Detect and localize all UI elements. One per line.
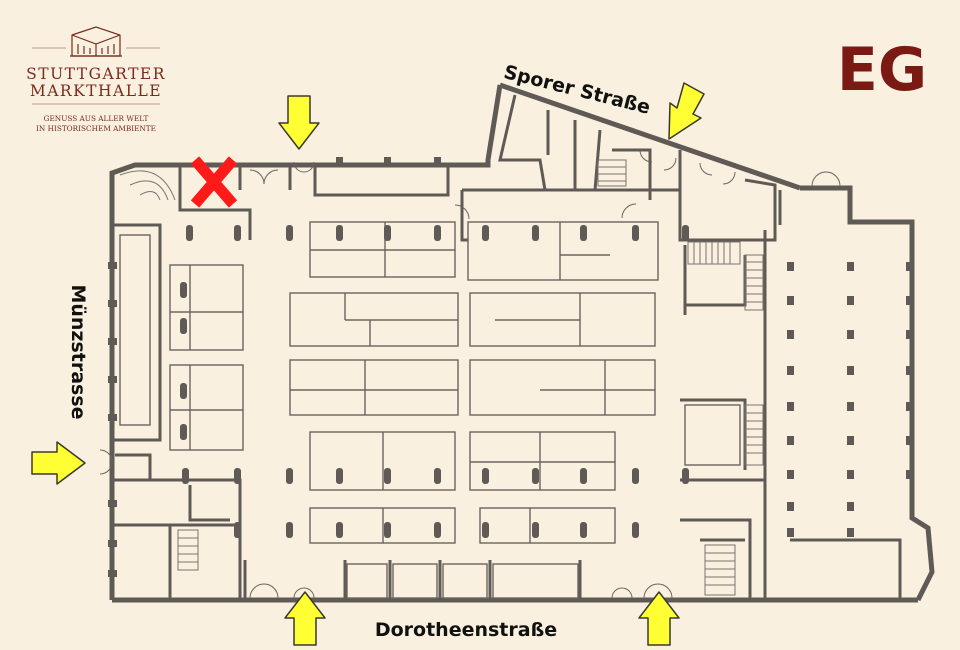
arrow-icon [284,591,326,646]
stall-group-7 [289,359,459,416]
doors [99,149,841,599]
stall-group-6 [469,292,656,347]
stairs-bottom-right [704,544,736,596]
stairs-top-right [687,241,741,265]
stall-group-5 [289,292,459,347]
stall-group-10 [469,431,616,491]
stairs-right-middle [744,254,764,311]
x-mark-icon [190,156,238,208]
stairs-bottom-left [177,529,199,571]
stall-group-12 [479,507,616,544]
arrow-icon [278,95,320,150]
street-label-dorotheen: Dorotheenstraße [375,619,557,641]
logo-name-line2: MARKTHALLE [30,82,162,100]
stall-group-11 [309,507,456,544]
stall-group-3 [169,264,244,351]
stall-group-1 [309,221,456,278]
stall-group-9 [309,431,456,491]
stall-group-2 [467,221,659,281]
arrow-icon [668,82,705,140]
stall-group-8 [469,359,656,416]
stall-group-13 [119,234,151,426]
bottom-shops [346,563,579,599]
building-logo-icon [70,26,122,57]
staircases [119,159,764,596]
street-label-muenz: Münzstrasse [67,284,89,419]
stall-group-14 [684,404,741,466]
logo-tagline-line1: GENUSS AUS ALLER WELT [44,114,149,123]
spiral-stair [119,170,176,201]
arrow-icon [31,441,86,485]
logo-tagline-line2: IN HISTORISCHEM AMBIENTE [36,124,156,133]
stairs-top-middle [597,159,627,187]
floor-level-label: EG [837,35,927,105]
logo-name-line1: STUTTGARTER [26,65,166,83]
logo: STUTTGARTER MARKTHALLE GENUSS AUS ALLER … [26,26,166,133]
stairs-right-lower [744,404,764,466]
market-stalls [119,221,741,599]
columns [108,157,913,577]
secondary-walls [112,84,902,600]
entrance-arrows [31,82,705,646]
arrow-icon [638,591,680,646]
